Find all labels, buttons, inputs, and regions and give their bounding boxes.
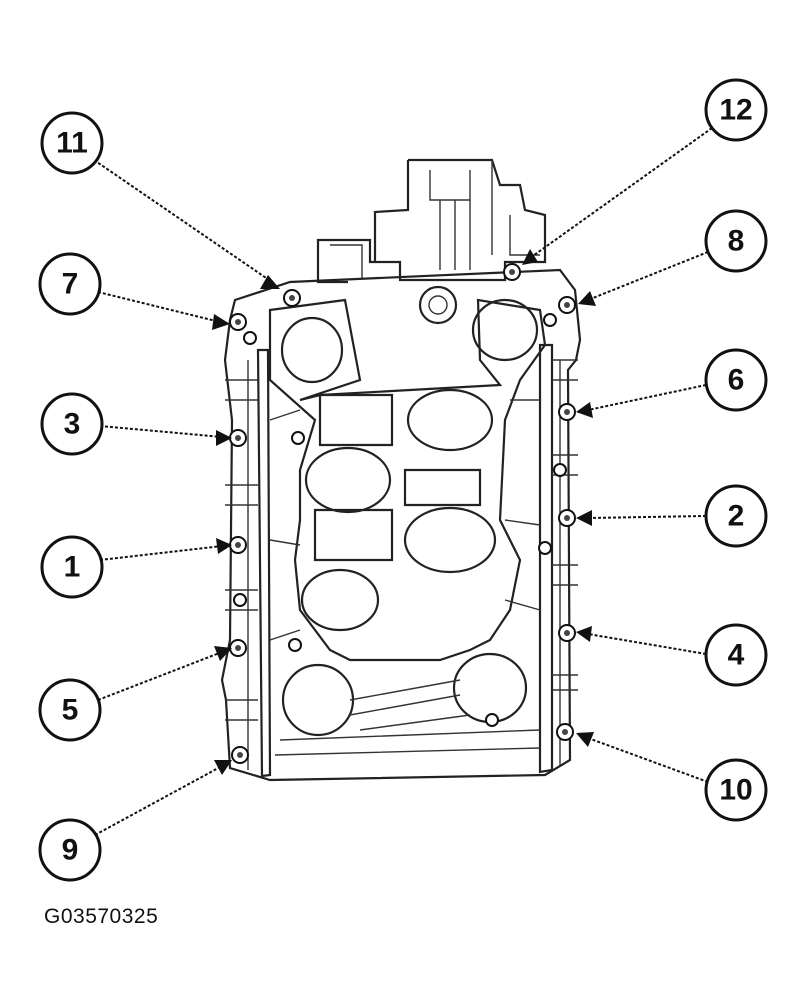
callout-11: 11 <box>40 111 280 289</box>
callout-8: 8 <box>578 209 768 306</box>
intake-manifold-illustration <box>220 158 582 782</box>
manifold-flange <box>220 268 582 782</box>
callout-12: 12 <box>522 78 768 265</box>
manifold-bolts <box>229 263 576 764</box>
callout-5-label: 5 <box>62 694 79 727</box>
callout-11-label: 11 <box>56 127 88 160</box>
callout-9-label: 9 <box>62 834 79 867</box>
callout-4: 4 <box>576 623 768 687</box>
callout-9: 9 <box>38 760 232 882</box>
callout-7-label: 7 <box>62 268 79 301</box>
gasket-lattice <box>268 298 547 756</box>
callout-6: 6 <box>576 348 768 418</box>
callout-7: 7 <box>38 252 230 330</box>
callout-2: 2 <box>576 484 768 548</box>
callout-12-label: 12 <box>719 94 752 127</box>
figure-code: G03570325 <box>44 905 159 928</box>
callout-5: 5 <box>38 646 232 742</box>
callout-2-label: 2 <box>728 500 745 533</box>
throttle-body <box>316 158 547 325</box>
callout-3: 3 <box>40 392 232 456</box>
callout-4-label: 4 <box>728 639 745 672</box>
callout-10: 10 <box>576 732 768 822</box>
side-runners <box>225 359 578 721</box>
callout-6-label: 6 <box>728 364 745 397</box>
callout-10-label: 10 <box>719 774 752 807</box>
callout-3-label: 3 <box>64 408 81 441</box>
callout-1: 1 <box>40 535 232 599</box>
callout-8-label: 8 <box>728 225 745 258</box>
callout-1-label: 1 <box>64 551 81 584</box>
